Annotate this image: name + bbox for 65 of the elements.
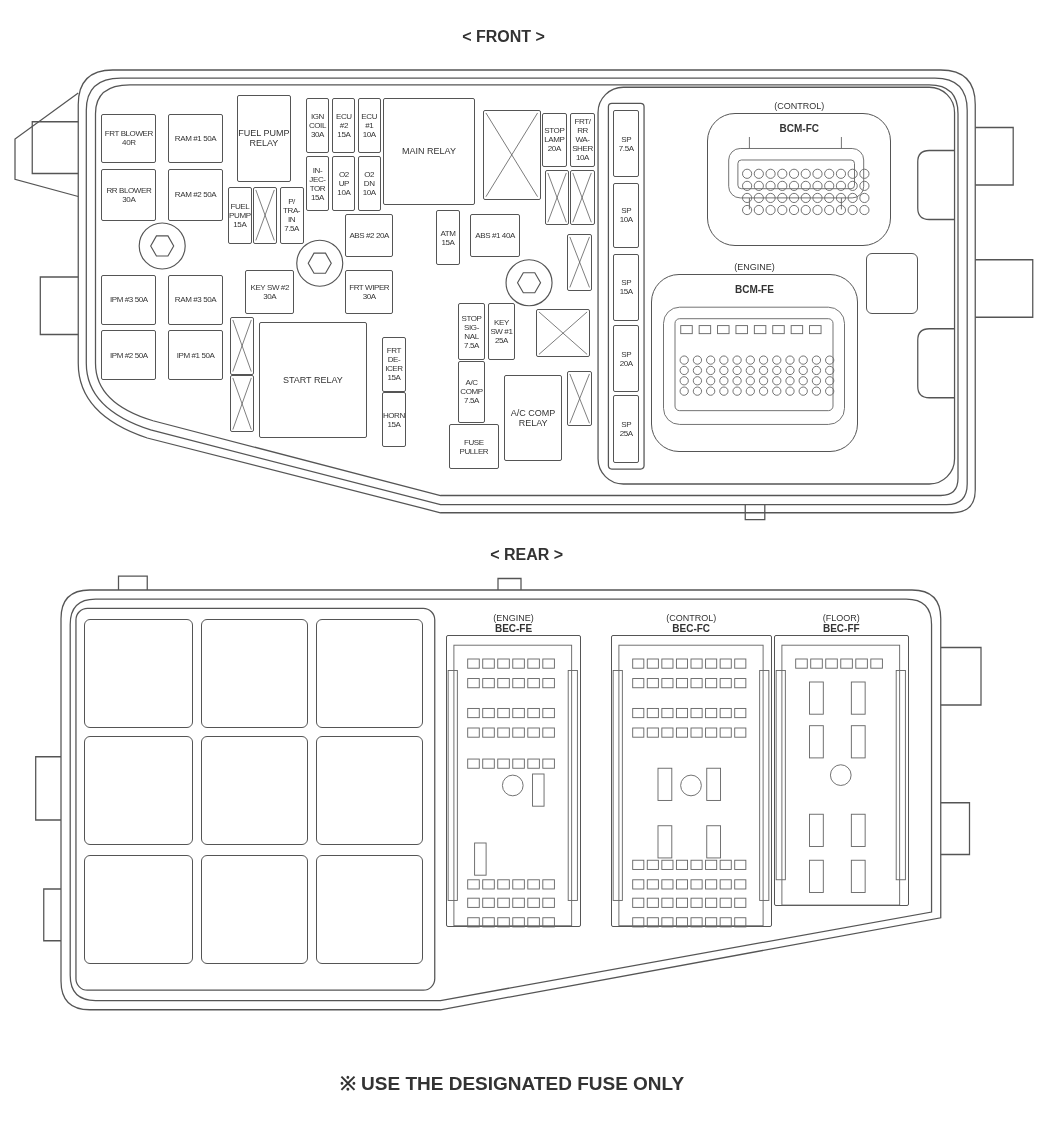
- empty-slot: [84, 854, 194, 964]
- empty-slot: [316, 618, 424, 728]
- empty-relay-slot: [253, 187, 278, 244]
- empty-slot: [316, 854, 424, 964]
- empty-slot: [84, 736, 194, 846]
- empty-slot: [316, 736, 424, 846]
- view-heading: < REAR >: [490, 546, 564, 564]
- fuse-slot: ATM 15A: [435, 210, 461, 266]
- fuse-slot: O2 DN 10A: [357, 156, 381, 212]
- fuse-slot: SP 20A: [613, 325, 640, 392]
- empty-relay-slot: [570, 170, 595, 226]
- empty-slot: [866, 252, 918, 314]
- fuse-slot: STOP LAMP 20A: [541, 112, 567, 167]
- fuse-slot: KEY SW #1 25A: [487, 303, 516, 360]
- fuse-slot: A/C COMP 7.5A: [457, 360, 486, 424]
- empty-slot: [84, 618, 194, 728]
- fuse-slot: RAM #3 50A: [167, 274, 224, 326]
- fuse-slot: FUSE PULLER: [448, 424, 500, 470]
- fuse-slot: FRT/ RR WA- SHER 10A: [570, 112, 595, 167]
- fuse-slot: RAM #2 50A: [167, 168, 224, 221]
- empty-slot: [201, 854, 309, 964]
- empty-slot: [201, 618, 309, 728]
- connector-label: (ENGINE): [492, 613, 535, 623]
- fuse-slot: SP 15A: [613, 254, 640, 321]
- connector-label: (CONTROL): [665, 613, 718, 623]
- fuse-slot: RAM #1 50A: [167, 113, 224, 164]
- relay-slot: FUEL PUMP RELAY: [236, 95, 291, 182]
- fuse-slot: HORN 15A: [381, 392, 406, 448]
- connector-label: (ENGINE): [733, 262, 776, 273]
- fuse-slot: IPM #3 50A: [101, 274, 157, 326]
- fuse-slot: SP 7.5A: [613, 110, 640, 177]
- fuse-slot: IPM #2 50A: [101, 329, 157, 381]
- relay-slot: START RELAY: [258, 321, 367, 438]
- fuse-slot: FUEL PUMP 15A: [227, 187, 252, 244]
- fuse-slot: SP 25A: [613, 395, 640, 464]
- relay-slot: MAIN RELAY: [383, 97, 475, 205]
- fuse-slot: FRT BLOWER 40R: [101, 113, 157, 164]
- fuse-slot: IN- JEC- TOR 15A: [305, 156, 329, 212]
- empty-relay-slot: [545, 170, 570, 226]
- fuse-slot: FRT WIPER 30A: [345, 270, 394, 314]
- empty-relay-slot: [567, 371, 593, 427]
- fuse-slot: ECU #2 15A: [332, 97, 356, 153]
- fuse-slot: STOP SIG- NAL 7.5A: [457, 303, 486, 360]
- view-heading: < FRONT >: [462, 28, 545, 46]
- fuse-slot: RR BLOWER 30A: [101, 168, 157, 221]
- caption: ※ USE THE DESIGNATED FUSE ONLY: [339, 1072, 685, 1096]
- empty-relay-slot: [535, 309, 590, 358]
- connector-name: BCM-FC: [778, 123, 820, 135]
- fuse-slot: ABS #2 20A: [345, 213, 394, 258]
- empty-relay-slot: [483, 110, 541, 200]
- relay-slot: A/C COMP RELAY: [503, 374, 563, 461]
- empty-relay-slot: [567, 234, 593, 291]
- connector-name: BCM-FE: [734, 284, 775, 296]
- connector-label: (FLOOR): [821, 613, 861, 623]
- empty-slot: [201, 736, 309, 846]
- fuse-slot: KEY SW #2 30A: [245, 270, 295, 314]
- fuse-slot: FRT DE- ICER 15A: [381, 336, 406, 392]
- fuse-slot: O2 UP 10A: [332, 156, 356, 212]
- fuse-slot: ABS #1 40A: [470, 213, 520, 258]
- fuse-slot: P/ TRA- IN 7.5A: [279, 187, 304, 244]
- fuse-slot: SP 10A: [613, 182, 640, 249]
- connector-label: (CONTROL): [773, 101, 826, 112]
- fuse-slot: IPM #1 50A: [167, 329, 224, 381]
- fuse-slot: ECU #1 10A: [357, 97, 381, 153]
- fuse-slot: IGN COIL 30A: [305, 97, 329, 153]
